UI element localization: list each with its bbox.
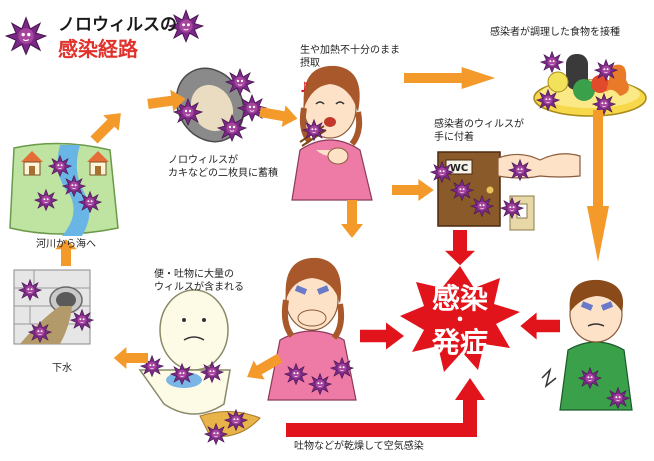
label-shellfish-text: ノロウィルスがカキなどの二枚貝に蓄積 — [168, 155, 278, 179]
label-airborne-text: 吐物などが乾燥して空気感染 — [294, 441, 424, 452]
person-vomiting-illustration — [267, 257, 357, 401]
person-eating-illustration: ♪ — [291, 65, 373, 201]
svg-text:♪: ♪ — [300, 80, 309, 96]
label-eat-raw: 生や加熱不十分のまま摂取 — [300, 44, 400, 70]
label-eat-raw-text: 生や加熱不十分のまま摂取 — [300, 45, 400, 69]
oyster-illustration — [173, 67, 267, 143]
infection-burst — [400, 266, 520, 372]
label-food-handler-text: 感染者が調理した食物を接種 — [490, 27, 620, 38]
burst-line2: 発症 — [431, 326, 488, 359]
arrow-oyster-to-person — [258, 101, 300, 130]
arrow-person-to-burst — [360, 322, 404, 350]
burst-text: 感染 ・ 発症 — [420, 284, 500, 358]
label-river: 河川から海へ — [36, 238, 96, 251]
title-line1: ノロウィルスの — [58, 15, 177, 35]
sewer-illustration — [13, 269, 94, 345]
arrow-river-to-oyster — [86, 105, 129, 148]
food-plate-illustration — [533, 51, 647, 117]
label-hand-contact-text: 感染者のウィルスが手に付着 — [434, 119, 524, 143]
river-houses-illustration — [9, 142, 119, 236]
arrow-door-to-burst — [445, 230, 475, 266]
title-virus-left-icon — [5, 17, 47, 55]
handshake-illustration — [497, 153, 581, 181]
label-toilet-text: 便・吐物に大量のウィルスが含まれる — [154, 269, 244, 293]
title-line2: 感染経路 — [58, 37, 138, 61]
label-food-handler: 感染者が調理した食物を接種 — [490, 26, 620, 39]
label-sewer: 下水 — [52, 362, 72, 375]
arrow-child-to-burst — [520, 312, 560, 340]
label-shellfish: ノロウィルスがカキなどの二枚貝に蓄積 — [168, 154, 278, 180]
arrow-person-to-food — [404, 67, 496, 89]
sick-child-illustration — [541, 279, 633, 411]
burst-line1: 感染 — [431, 282, 488, 315]
toilet-illustration — [138, 289, 261, 445]
arrow-person-down — [341, 200, 363, 238]
light-switch-illustration — [500, 195, 535, 231]
arrow-person-to-door — [392, 179, 434, 201]
label-sewer-text: 下水 — [52, 363, 72, 374]
label-airborne: 吐物などが乾燥して空気感染 — [294, 440, 424, 453]
wc-sign: WC — [450, 163, 468, 174]
label-toilet: 便・吐物に大量のウィルスが含まれる — [154, 268, 244, 294]
toilet-door-illustration — [430, 151, 501, 227]
arrow-food-down — [587, 110, 609, 262]
label-river-text: 河川から海へ — [36, 239, 96, 250]
burst-dot: ・ — [451, 310, 469, 331]
label-hand-contact: 感染者のウィルスが手に付着 — [434, 118, 524, 144]
infection-arrows — [286, 230, 560, 437]
arrow-airborne — [286, 378, 485, 437]
